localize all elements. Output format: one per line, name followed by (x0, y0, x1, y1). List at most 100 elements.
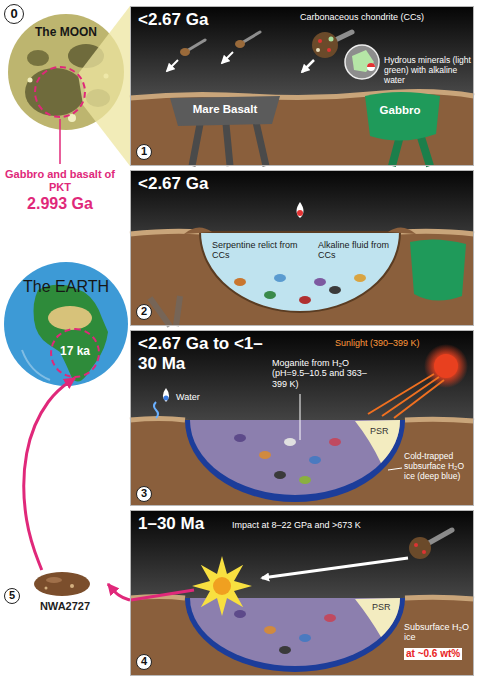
panel-three-art (300, 394, 301, 440)
globe-title: The EARTH (4, 278, 128, 296)
earth-art (34, 285, 109, 382)
region-name: PSR (372, 602, 398, 612)
panel-one-art (180, 48, 190, 56)
earth-art (4, 262, 128, 386)
transfer-arrow (108, 584, 130, 600)
panel-two-art (297, 202, 304, 218)
panel-three-art (190, 420, 400, 495)
panel-one-art (130, 6, 474, 166)
callout-number: 3 (136, 486, 152, 502)
panel-three-art (130, 330, 474, 506)
time-label-holder: <2.67 Ga to <1–30 Ma (138, 334, 264, 373)
region-name-holder: Mare Basalt (185, 103, 265, 116)
panel-one-art (167, 60, 178, 71)
panel-two-art (299, 296, 311, 304)
stage-panel: <2.67 Ga (130, 6, 474, 166)
annotation-holder: Water (176, 392, 216, 402)
panel-one-art (367, 63, 375, 71)
panel-three-art (259, 451, 271, 459)
panel-two-art (130, 231, 474, 326)
callout-number-holder: 2 (136, 304, 152, 320)
annotation: Sunlight (390–399 K) (335, 338, 435, 348)
age-region: 17 ka (50, 328, 100, 378)
panel-three-art (234, 434, 246, 442)
panel-three-art (130, 419, 474, 507)
panel-three-art (388, 468, 402, 470)
moon-art (28, 78, 33, 83)
time-label-holder: <2.67 Ga (138, 10, 268, 30)
time-label: <2.67 Ga (138, 10, 268, 30)
age-value: 17 ka (52, 345, 98, 359)
panel-two-art (314, 278, 326, 286)
panel-three-art (163, 388, 169, 402)
annotation-holder: Subsurface H₂O ice (404, 622, 470, 643)
age-value-holder: 2.993 Ga (4, 195, 116, 213)
annotation-holder: Cold-trapped subsurface H₂O ice (deep bl… (404, 452, 470, 481)
time-label: <2.67 Ga (138, 174, 268, 194)
panel-four-art (422, 550, 426, 554)
panel-two-art (410, 239, 466, 300)
sample-name: NWA2727 (22, 600, 108, 613)
panel-four-art (414, 543, 418, 547)
pkt-leader (59, 119, 61, 164)
annotation: Subsurface H₂O ice (404, 622, 470, 643)
panel-two-art (130, 170, 474, 326)
panel-three-art (164, 396, 169, 401)
annotation: Carbonaceous chondrite (CCs) (300, 12, 450, 22)
earth-globe: 17 ka The EARTH (4, 262, 128, 386)
age-value: 2.993 Ga (4, 195, 116, 213)
panel-four-art (234, 610, 246, 618)
globe-title-holder: The MOON (8, 26, 124, 40)
meteorite-art (34, 572, 90, 596)
panel-two-art (130, 170, 474, 326)
moon-globe: Gabbro and basalt of PKT2.993 GaThe MOON (8, 14, 124, 130)
annotation-holder: Serpentine relict from CCs (212, 240, 304, 261)
region-label: Gabbro and basalt of PKT (4, 168, 116, 193)
callout-number: 2 (136, 304, 152, 320)
panel-three-art (355, 420, 400, 463)
panel-four-art (299, 634, 311, 642)
earth-art (48, 306, 92, 330)
panel-three-art (309, 456, 321, 464)
region-name: Mare Basalt (185, 103, 265, 116)
region-name-holder: Gabbro (370, 104, 430, 117)
callout-number-holder: 0 (4, 4, 24, 24)
panel-two-art (354, 274, 366, 282)
annotation: Alkaline fluid from CCs (318, 240, 390, 261)
stage-panel: <2.67 Ga (130, 170, 474, 326)
annotation-holder: Sunlight (390–399 K) (335, 338, 435, 348)
panel-two-art (184, 227, 212, 234)
panel-two-art (297, 210, 303, 216)
panel-one-art (235, 40, 245, 48)
panel-two-art (264, 291, 276, 299)
annotation-holder: Moganite from H₂O (pH=9.5–10.5 and 363–3… (272, 358, 376, 389)
callout-number-holder: 1 (136, 144, 152, 160)
panel-three-art (154, 402, 158, 418)
panel-one-art (352, 50, 374, 72)
panel-four-art (324, 614, 336, 622)
panel-four-art (130, 510, 474, 676)
panel-four-art (409, 537, 431, 559)
time-label-holder: <2.67 Ga (138, 174, 268, 194)
pkt-leader (60, 119, 61, 164)
panel-four-art (131, 590, 194, 600)
sample-name-holder: NWA2727 (22, 600, 108, 613)
panel-two-art (200, 232, 400, 312)
earth-art (4, 262, 128, 386)
panel-two-art (150, 296, 180, 326)
annotation: Cold-trapped subsurface H₂O ice (deep bl… (404, 452, 470, 481)
panel-three-art (424, 344, 468, 388)
age-value-holder: 17 ka (52, 345, 98, 359)
panel-one-art (318, 39, 322, 43)
region-name-holder: PSR (370, 426, 396, 436)
highlight-value-holder: at ~0.6 wt% (404, 648, 462, 660)
moon-art (68, 114, 76, 122)
panel-three-art (299, 476, 311, 484)
globe-title: The MOON (8, 26, 124, 40)
panel-three-art (185, 420, 405, 502)
annotation: Water (176, 392, 216, 402)
panel-three-art (434, 354, 458, 378)
panel-four-art (355, 598, 400, 637)
callout-number-holder: 4 (136, 654, 152, 670)
annotation-holder: Carbonaceous chondrite (CCs) (300, 12, 450, 22)
